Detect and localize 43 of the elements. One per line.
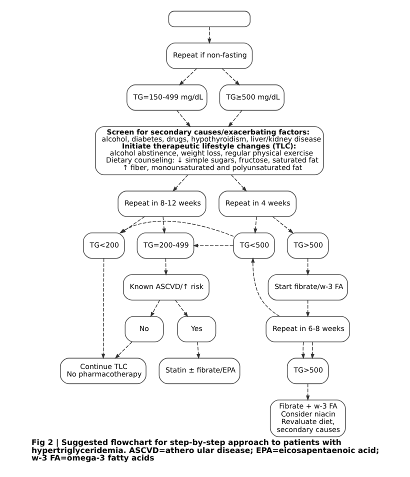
- node-box: Continue TLC No pharmacotherapy: [60, 358, 146, 384]
- arrow: [114, 342, 132, 359]
- arrow: [196, 342, 200, 360]
- arrow: [101, 258, 106, 360]
- arrow: [164, 258, 168, 276]
- arrow: [272, 216, 294, 234]
- node-box: Known ASCVD/↑ risk: [123, 274, 210, 300]
- node-box: TG=200-499: [136, 232, 194, 259]
- arrow: [162, 216, 166, 234]
- node-box: No: [124, 316, 164, 342]
- arrow: [192, 244, 234, 248]
- node-box: TG<500: [233, 232, 275, 259]
- node-box: Statin ± fibrate/EPA: [158, 358, 240, 384]
- arrow: [150, 300, 160, 318]
- node-box: TG<200: [82, 232, 125, 259]
- node-box: Repeat if non-fasting: [166, 42, 253, 69]
- arrow: [175, 300, 188, 318]
- arrow: [254, 216, 258, 234]
- arrow: [222, 68, 240, 86]
- arrow: [178, 68, 198, 86]
- arrow: [301, 342, 305, 360]
- node-box: TG>500: [286, 358, 329, 384]
- node-box: Repeat in 6-8 weeks: [266, 316, 350, 342]
- node-box: Yes: [177, 316, 216, 342]
- arrow: [251, 257, 280, 317]
- node-box: Repeat in 8-12 weeks: [118, 190, 206, 217]
- node-box: [168, 10, 251, 28]
- arrow: [208, 26, 212, 44]
- arrow: [306, 258, 310, 276]
- arrow: [228, 110, 242, 128]
- arrow: [306, 383, 310, 401]
- arrow: [306, 300, 310, 318]
- arrow: [176, 110, 191, 128]
- node-box: TG≥500 mg/dL: [219, 84, 285, 111]
- node-box: Screen for secondary causes/exacerbating factors: alcohol, diabetes, drugs, hypothyroidism, liver/kidney disease Initiate therapeutic lifestyle changes (TLC): alcohol abstinence, weight loss, regular physical exercise Dietary counseling: ↓ simple sugars, fructose, saturated fat ↑ fiber, monounsaturated and polyunsaturated fat: [95, 126, 324, 176]
- node-box: Fibrate + w-3 FA Consider niacin Revaluate diet, secondary causes: [270, 400, 346, 438]
- node-box: TG>500: [286, 232, 329, 259]
- node-box: Repeat in 4 weeks: [218, 190, 297, 217]
- arrow: [172, 174, 188, 192]
- node-box: Start fibrate/w-3 FA: [268, 274, 348, 300]
- arrow: [310, 342, 314, 360]
- arrow: [230, 174, 247, 192]
- node-box: TG=150-499 mg/dL: [126, 84, 208, 111]
